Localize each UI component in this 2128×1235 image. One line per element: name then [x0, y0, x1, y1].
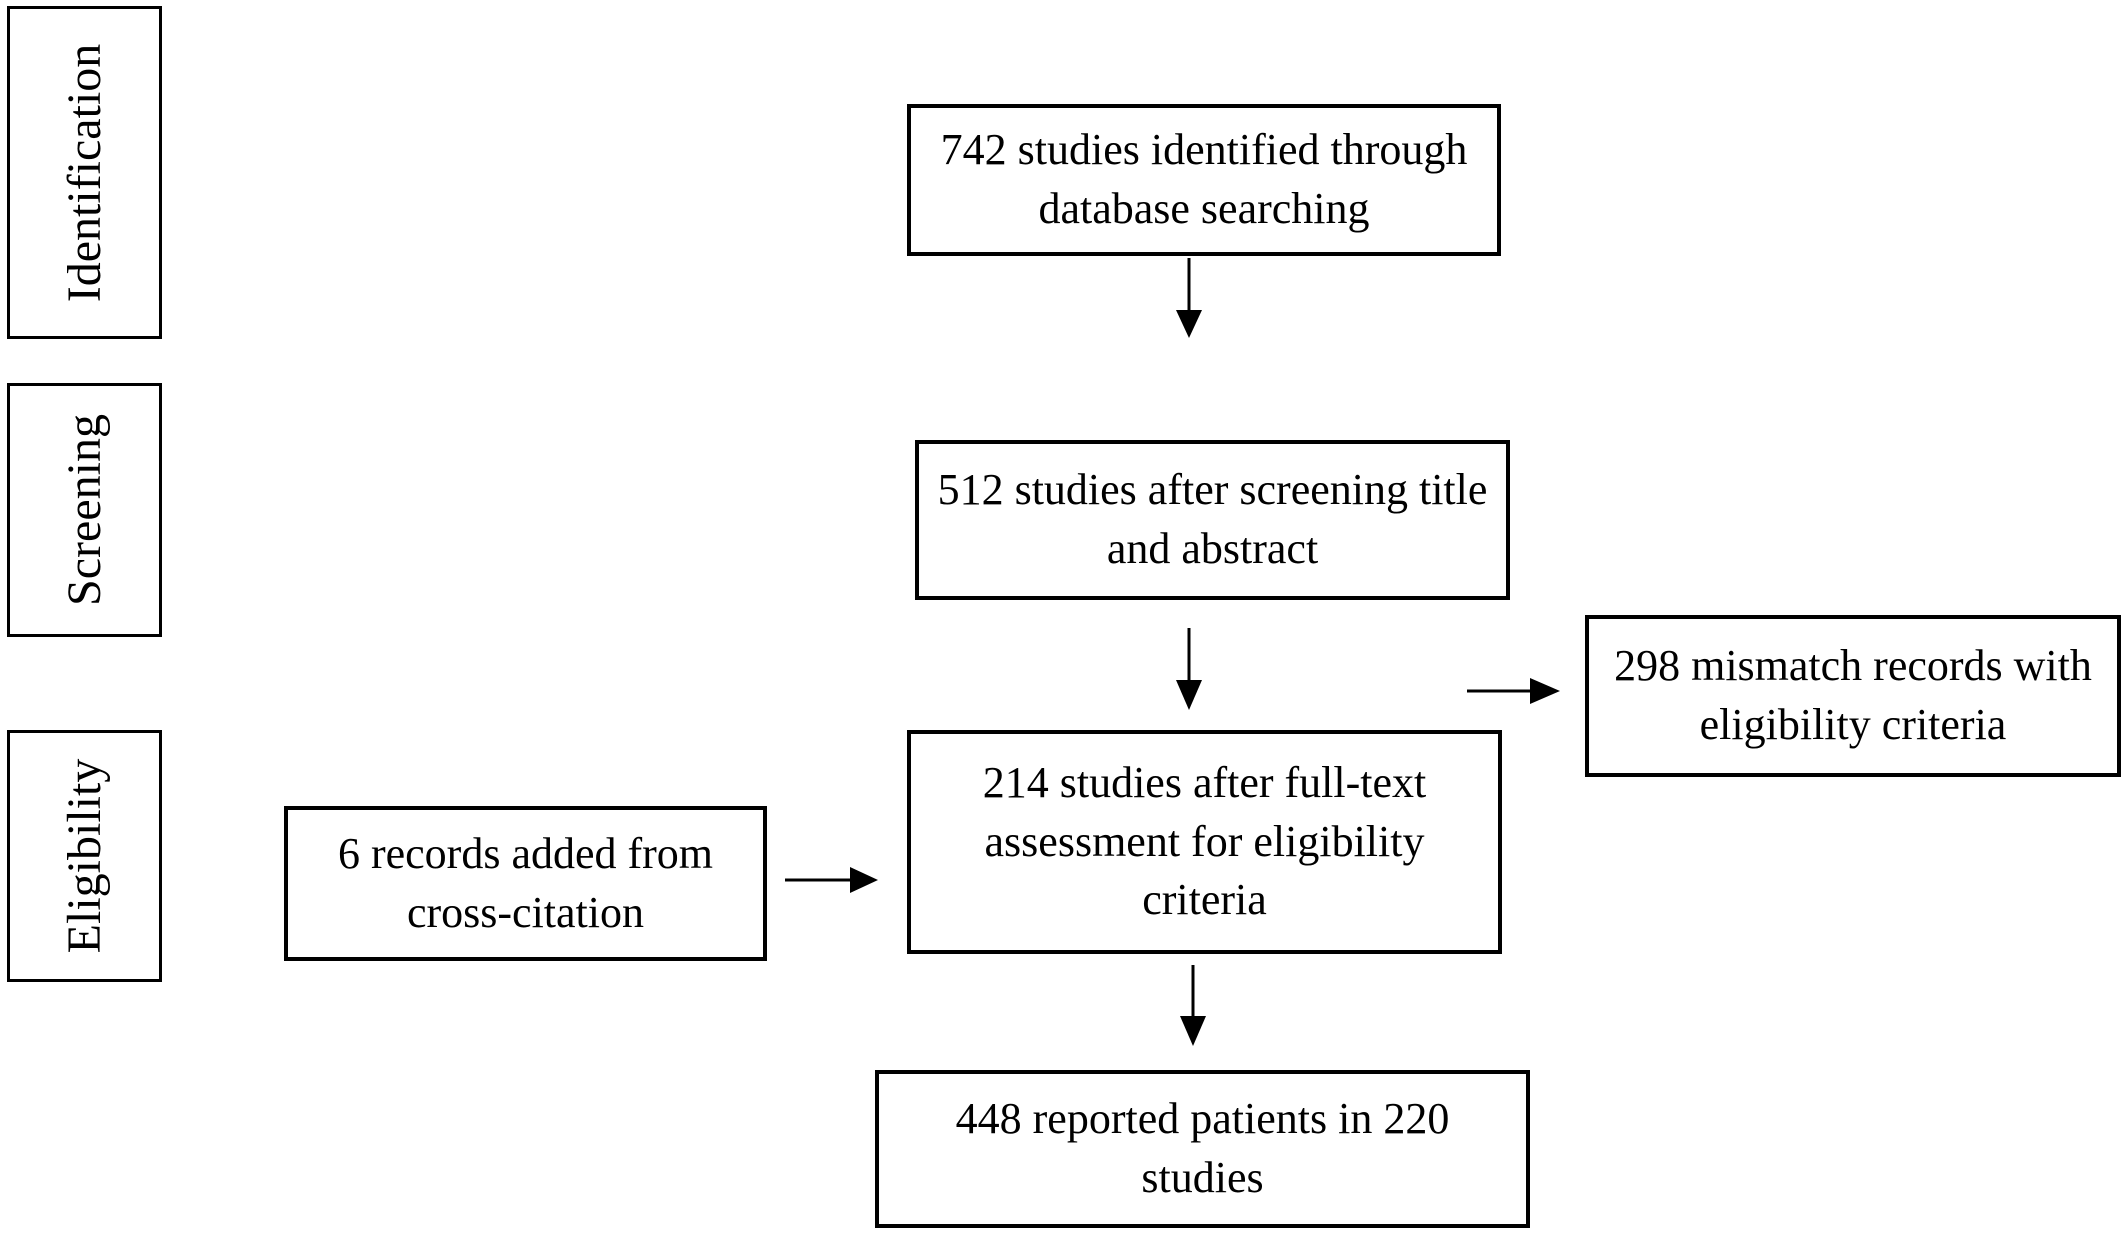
box-cross-citation-text: 6 records added from cross-citation [337, 828, 714, 937]
box-full-text-assessment: 214 studies after full-text assessment f… [907, 730, 1502, 954]
box-mismatch-records-text: 298 mismatch records with eligibility cr… [1614, 641, 2092, 749]
stage-screening-label: Screening [57, 414, 111, 606]
box-mismatch-records: 298 mismatch records with eligibility cr… [1585, 615, 2121, 777]
box-full-text-assessment-text: 214 studies after full-text assessment f… [982, 758, 1427, 925]
stage-eligibility-label: Eligibility [57, 758, 111, 954]
box-identified-studies-text: 742 studies identified through database … [940, 125, 1468, 233]
arrowhead-down-2 [1176, 680, 1202, 710]
stage-eligibility: Eligibility [7, 730, 162, 982]
box-reported-patients: 448 reported patients in 220 studies [875, 1070, 1530, 1228]
arrowhead-right-2 [1530, 678, 1560, 704]
stage-identification-label: Identification [57, 43, 111, 302]
box-screened-studies: 512 studies after screening title and ab… [915, 440, 1510, 600]
box-reported-patients-text: 448 reported patients in 220 studies [955, 1094, 1450, 1202]
arrowhead-right-1 [850, 867, 878, 893]
box-cross-citation: 6 records added from cross-citation [284, 806, 767, 961]
stage-screening: Screening [7, 383, 162, 637]
arrowhead-down-3 [1180, 1016, 1206, 1046]
box-screened-studies-text: 512 studies after screening title and ab… [937, 465, 1488, 573]
box-identified-studies: 742 studies identified through database … [907, 104, 1501, 256]
stage-identification: Identification [7, 6, 162, 339]
arrowhead-down-1 [1176, 310, 1202, 338]
